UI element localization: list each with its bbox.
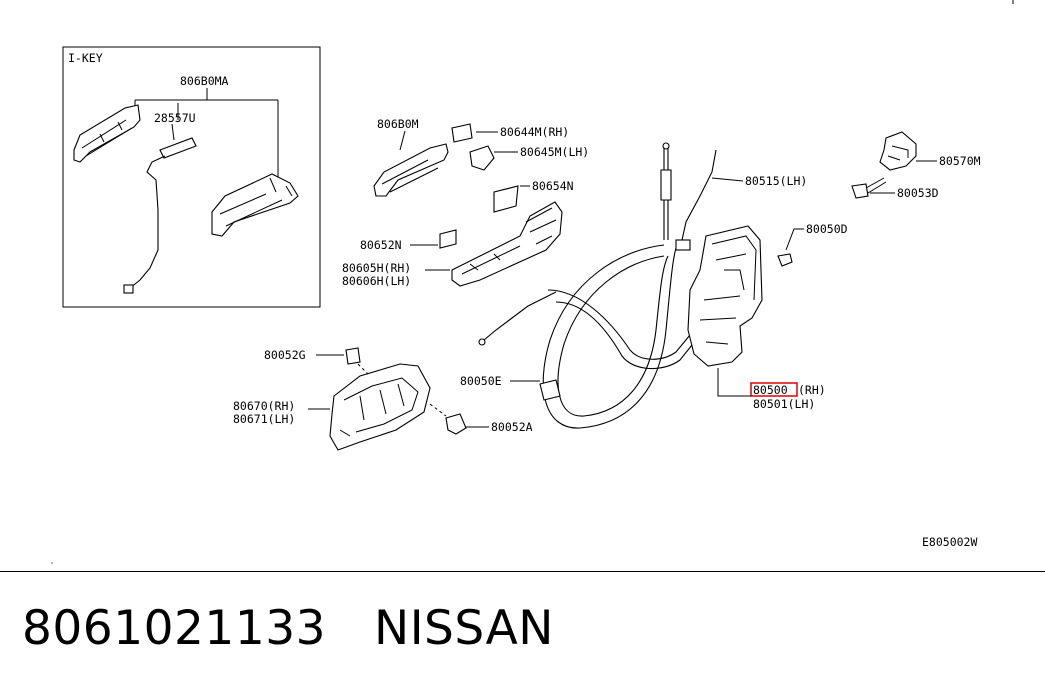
clip-80052g (345, 347, 361, 365)
inset-title: I-KEY (68, 51, 103, 65)
cable-loop-inner (557, 255, 669, 417)
label-80052g[interactable]: 80052G (264, 348, 306, 362)
lock-cable-group: 80515(LH) 80050D 80500 (RH) 80501(LH) (478, 142, 848, 429)
leader-806b0ma (134, 88, 279, 186)
inside-handle-80670 (329, 363, 431, 451)
label-80501[interactable]: 80501(LH) (753, 397, 815, 411)
label-28557u[interactable]: 28557U (154, 111, 196, 125)
footer: 8061021133 NISSAN (22, 596, 554, 660)
figure-code: E805002W (922, 535, 977, 549)
label-80652n[interactable]: 80652N (360, 238, 402, 252)
label-80670[interactable]: 80670(RH) (233, 399, 295, 413)
door-lock-actuator (675, 225, 763, 367)
parts-diagram: I-KEY 806B0MA 28557U 806B0M 80644M(RH) (51, 0, 1014, 564)
brand-name: NISSAN (374, 600, 554, 656)
label-80500-side: (RH) (798, 383, 826, 397)
clip-80050e (539, 379, 561, 401)
i-key-inset: I-KEY 806B0MA 28557U (62, 46, 321, 308)
inset-handle-lower (211, 173, 299, 237)
label-80645m[interactable]: 80645M(LH) (520, 145, 589, 159)
leader-80500 (717, 368, 751, 397)
part-80050d (777, 253, 793, 267)
label-80644m[interactable]: 80644M(RH) (500, 125, 569, 139)
striker-group: 80570M 80053D (851, 131, 981, 200)
inset-handle-top (73, 104, 141, 163)
bolt-80053d (851, 183, 869, 199)
part-80645m (469, 145, 495, 171)
highlight-box-80500 (750, 382, 798, 397)
label-80654n[interactable]: 80654N (532, 179, 574, 193)
label-806b0ma[interactable]: 806B0MA (180, 74, 229, 88)
label-80050d[interactable]: 80050D (806, 222, 848, 236)
part-80654n (493, 185, 519, 213)
footer-divider (0, 571, 1045, 572)
label-80606h[interactable]: 80606H(LH) (342, 274, 411, 288)
cable-cross-1 (547, 289, 691, 360)
label-80570m[interactable]: 80570M (939, 154, 981, 168)
cable-loop-outer (542, 244, 677, 429)
inset-frame (62, 46, 321, 308)
label-80671[interactable]: 80671(LH) (233, 412, 295, 426)
handle-806b0m (373, 143, 449, 197)
part-80652n (439, 229, 457, 249)
label-80050e[interactable]: 80050E (460, 374, 502, 388)
inset-sensor-harness (123, 137, 197, 294)
cable-to-handle (483, 291, 557, 341)
leader-28557u (171, 103, 179, 141)
label-80500[interactable]: 80500 (753, 383, 788, 397)
label-80053d[interactable]: 80053D (897, 186, 939, 200)
part-80644m (451, 123, 473, 143)
inside-handle-group: 80052G 80670(RH) 80671(LH) 80052A 80050E (233, 347, 540, 451)
label-80515[interactable]: 80515(LH) (745, 174, 807, 188)
striker-80570m (879, 131, 917, 171)
cable-80515 (681, 149, 717, 241)
label-80605h[interactable]: 80605H(RH) (342, 261, 411, 275)
screw-80052a (445, 413, 467, 435)
bracket-80605h (451, 201, 563, 287)
part-number: 8061021133 (22, 600, 327, 656)
label-806b0m[interactable]: 806B0M (377, 117, 419, 131)
label-80052a[interactable]: 80052A (491, 420, 533, 434)
outside-handle-group: 806B0M 80644M(RH) 80645M(LH) 80654N 8065… (342, 117, 589, 288)
leader-806b0m (399, 130, 406, 151)
